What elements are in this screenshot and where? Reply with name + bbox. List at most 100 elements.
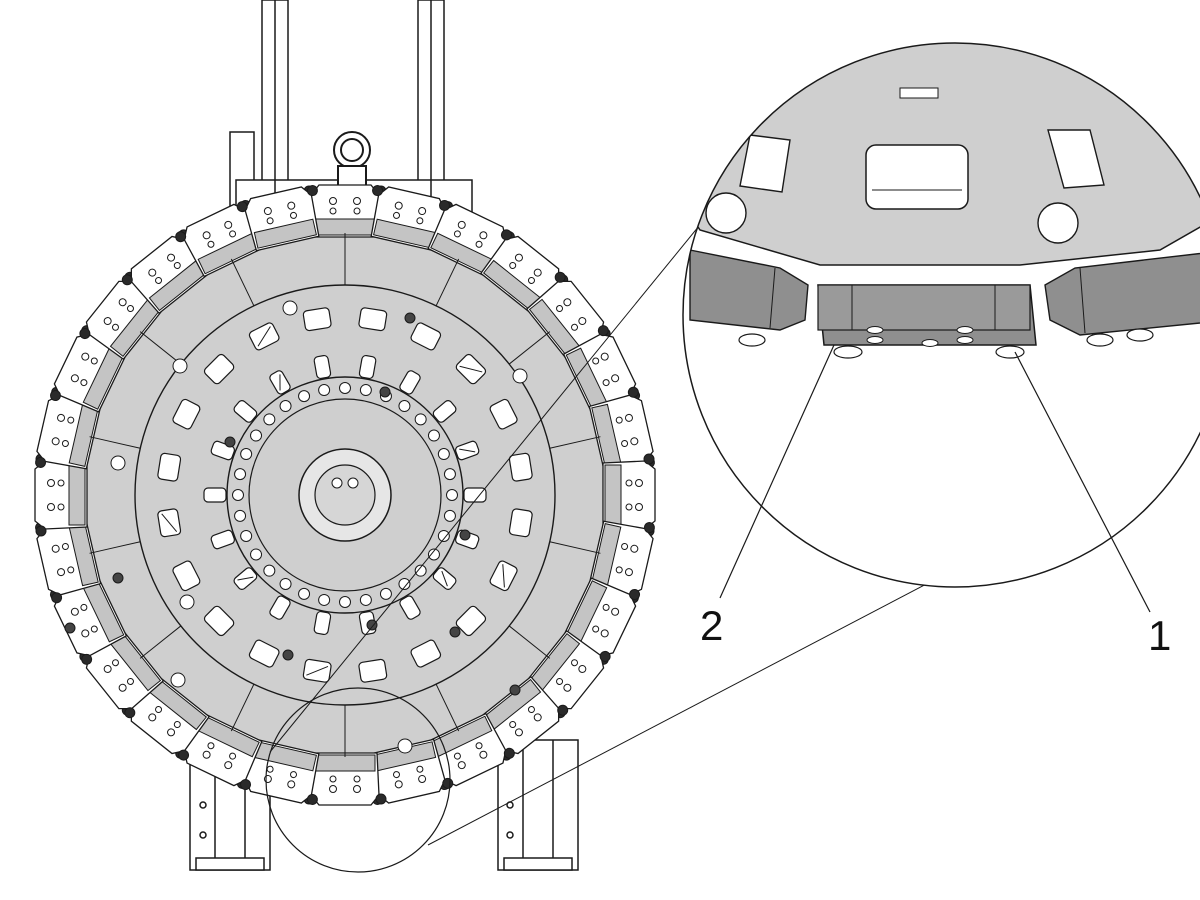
opening-slot bbox=[248, 322, 280, 351]
bolt bbox=[359, 384, 372, 397]
detail-hole-right bbox=[1037, 202, 1079, 244]
bolt bbox=[427, 548, 440, 561]
callout-label-1: 1 bbox=[1148, 612, 1171, 659]
bolt bbox=[427, 429, 440, 442]
bolt bbox=[250, 548, 263, 561]
detail-opening-right bbox=[1047, 129, 1105, 189]
opening-slot bbox=[302, 307, 332, 332]
opening-slot bbox=[489, 560, 518, 592]
face-holes bbox=[110, 300, 528, 754]
cutter-block bbox=[34, 453, 88, 537]
bolt bbox=[279, 400, 292, 413]
segment-lines bbox=[89, 233, 601, 757]
bolt bbox=[398, 400, 411, 413]
opening-slot bbox=[203, 353, 235, 385]
bolt bbox=[446, 489, 458, 501]
cutter-block bbox=[370, 738, 454, 805]
detail-bolt-1 bbox=[995, 345, 1025, 359]
opening-slot bbox=[455, 605, 487, 637]
detail-hole-left bbox=[705, 192, 747, 234]
opening-slot bbox=[399, 595, 421, 620]
detail-side-block-left bbox=[689, 249, 809, 331]
callout-leaders bbox=[719, 344, 1151, 613]
bolt bbox=[240, 529, 253, 542]
bottom-stand-right bbox=[497, 739, 579, 871]
opening-slot bbox=[157, 508, 182, 538]
face-bolt bbox=[459, 529, 471, 541]
opening-slot bbox=[203, 487, 227, 503]
opening-slot bbox=[302, 658, 332, 683]
detail-top-slot bbox=[899, 87, 939, 99]
cutter-block bbox=[562, 325, 641, 413]
cutter-block bbox=[427, 199, 515, 278]
face-bolt bbox=[112, 572, 124, 584]
detail-view bbox=[682, 42, 1200, 588]
detail-block-hole bbox=[866, 326, 884, 334]
opening-slot bbox=[313, 610, 332, 636]
opening-slot bbox=[455, 353, 487, 385]
bolt bbox=[398, 577, 411, 590]
detail-opening-left bbox=[739, 134, 791, 193]
bolt bbox=[318, 384, 331, 397]
face-bolt bbox=[404, 312, 416, 324]
face-bolt bbox=[449, 626, 461, 638]
cutter-block bbox=[602, 453, 656, 537]
cutter-head bbox=[34, 184, 656, 806]
detail-block-hole bbox=[956, 336, 974, 344]
opening-slot bbox=[432, 400, 457, 423]
cutter-block bbox=[236, 185, 320, 252]
bolt bbox=[339, 596, 351, 608]
opening-slot bbox=[157, 452, 182, 482]
detail-side-bolt bbox=[738, 333, 766, 347]
opening-slot bbox=[463, 487, 487, 503]
inner-bolt-circle bbox=[232, 382, 458, 608]
detail-block-hole bbox=[866, 336, 884, 344]
face-hole bbox=[512, 368, 528, 384]
bolt bbox=[232, 489, 244, 501]
opening-slot bbox=[210, 529, 236, 550]
detail-marker-circle bbox=[265, 687, 451, 873]
opening-slot bbox=[410, 322, 442, 351]
detail-block-hole bbox=[921, 339, 939, 347]
center-pin bbox=[331, 477, 343, 489]
opening-slot bbox=[233, 567, 258, 590]
bolt bbox=[437, 529, 450, 542]
opening-slot bbox=[269, 370, 291, 395]
center-pin bbox=[347, 477, 359, 489]
detail-side-bolt bbox=[1086, 333, 1114, 347]
lifting-eye bbox=[333, 131, 371, 189]
opening-slot bbox=[489, 398, 518, 430]
bolt bbox=[298, 587, 311, 600]
cutter-block bbox=[588, 386, 655, 470]
bolt bbox=[443, 468, 456, 481]
opening-slot bbox=[432, 567, 457, 590]
face-hole bbox=[172, 358, 188, 374]
cutter-block bbox=[79, 271, 165, 361]
face-hole bbox=[397, 738, 413, 754]
callout-label-2: 2 bbox=[700, 602, 723, 649]
detail-side-block-right bbox=[1044, 249, 1200, 336]
opening-slot bbox=[508, 508, 533, 538]
opening-slot bbox=[454, 440, 480, 461]
bolt bbox=[414, 564, 427, 577]
face-hole bbox=[110, 455, 126, 471]
bolt bbox=[339, 382, 351, 394]
bolt bbox=[234, 468, 247, 481]
bolt bbox=[379, 587, 392, 600]
detail-bolt-2 bbox=[833, 345, 863, 359]
opening-slot bbox=[508, 452, 533, 482]
cutter-block bbox=[175, 199, 263, 278]
bolt bbox=[263, 564, 276, 577]
face-bolt bbox=[224, 436, 236, 448]
bolt bbox=[414, 413, 427, 426]
cutter-block bbox=[121, 229, 211, 315]
face-bolt bbox=[64, 622, 76, 634]
detail-opening-center bbox=[865, 144, 969, 210]
opening-slot bbox=[313, 354, 332, 380]
opening-slot bbox=[248, 639, 280, 668]
opening-slot bbox=[399, 370, 421, 395]
detail-side-bolt bbox=[1126, 328, 1154, 342]
bolt bbox=[318, 593, 331, 606]
face-hole bbox=[179, 594, 195, 610]
opening-slot bbox=[358, 307, 388, 332]
